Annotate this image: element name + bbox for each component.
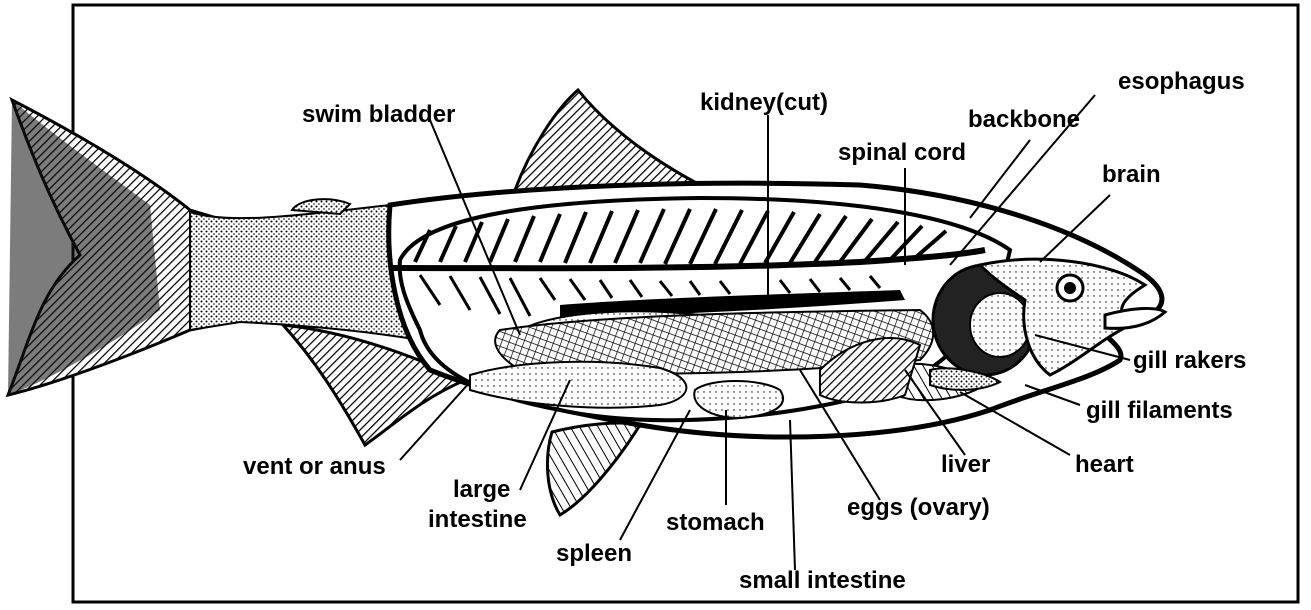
label-gill-rakers: gill rakers [1133, 347, 1246, 374]
label-brain: brain [1102, 161, 1161, 188]
jaw [1105, 308, 1165, 328]
stomach-shape [694, 381, 783, 418]
label-stomach: stomach [666, 509, 765, 536]
label-backbone: backbone [968, 106, 1080, 133]
label-heart: heart [1075, 451, 1134, 478]
label-vent: vent or anus [243, 453, 386, 480]
large-intestine [470, 362, 686, 408]
label-eggs: eggs (ovary) [847, 494, 990, 521]
label-swim-bladder: swim bladder [302, 101, 455, 128]
label-liver: liver [941, 451, 990, 478]
label-small-intestine: small intestine [739, 567, 906, 594]
label-esophagus: esophagus [1118, 68, 1245, 95]
label-large-intestine-2: intestine [428, 506, 527, 533]
pelvic-fin [547, 423, 640, 515]
label-spleen: spleen [556, 540, 632, 567]
label-large-intestine-1: large [453, 476, 510, 503]
label-spinal-cord: spinal cord [838, 139, 966, 166]
label-kidney: kidney(cut) [700, 89, 828, 116]
salmon-illustration [8, 90, 1165, 515]
adipose-fin [292, 199, 350, 214]
label-gill-filaments: gill filaments [1086, 397, 1233, 424]
dorsal-fin [515, 90, 710, 194]
caudal-peduncle [190, 205, 420, 340]
